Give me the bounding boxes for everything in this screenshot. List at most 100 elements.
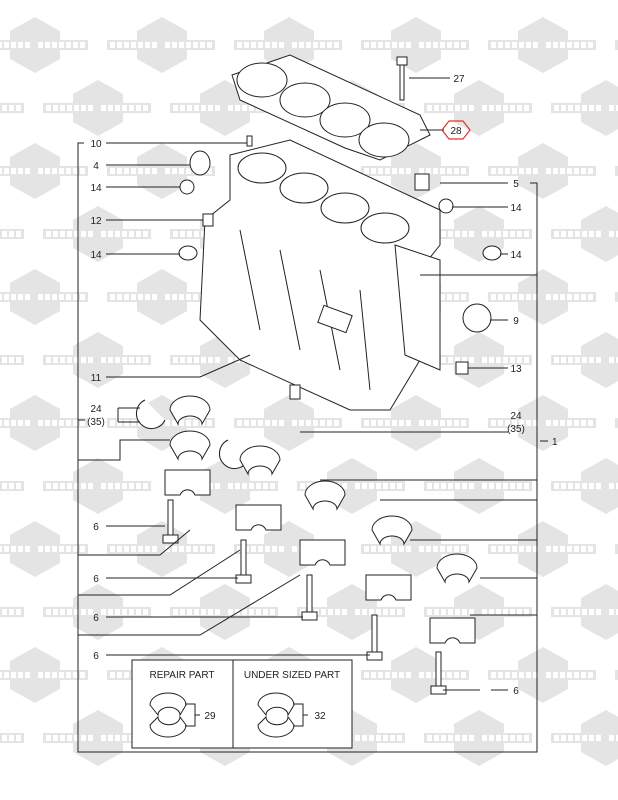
watermark-logo-lettering [554,105,618,111]
watermark-logo-lettering [0,294,85,300]
watermark-logo-lettering [0,672,85,678]
watermark-logo-lettering [427,735,529,741]
callout-35[interactable]: (35) [87,417,105,428]
watermark-band [488,670,596,680]
callout-24[interactable]: 24 [90,404,102,415]
watermark-band [170,607,278,617]
undersized-part-title: UNDER SIZED PART [244,670,340,681]
watermark-logo-lettering [237,420,339,426]
watermark-band [234,40,342,50]
watermark-band [0,166,88,176]
watermark-band [424,733,532,743]
watermark-band [361,40,469,50]
watermark-logo-lettering [110,546,212,552]
watermark-logo-lettering [364,168,466,174]
watermark-band [43,733,151,743]
watermark-band [170,355,278,365]
watermark-band [361,544,469,554]
callout-11[interactable]: 11 [91,373,102,384]
watermark-band [615,166,618,176]
callout-35[interactable]: (35) [507,424,525,435]
watermark-logo-lettering [491,42,593,48]
repair-part-title: REPAIR PART [149,670,214,681]
watermark-band [488,544,596,554]
watermark-logo-lettering [2,231,21,237]
watermark-band [107,40,215,50]
watermark-logo-lettering [554,483,618,489]
watermark-logo-lettering [300,609,402,615]
callout-13[interactable]: 13 [510,364,522,375]
watermark-logo-lettering [427,105,529,111]
left-callouts: 10 4 14 12 14 11 24 (35) 6 6 6 6 [87,139,105,662]
watermark-band [615,670,618,680]
watermark-band [234,418,342,428]
callout-4[interactable]: 4 [93,161,99,172]
cylinder-block[interactable] [199,139,441,411]
callout-9[interactable]: 9 [513,316,519,327]
watermark-logo-lettering [491,672,593,678]
callout-1[interactable]: 1 [552,437,558,448]
watermark-logo-lettering [2,357,21,363]
watermark-logo-lettering [300,483,402,489]
head-gasket[interactable] [231,54,431,161]
callout-6[interactable]: 6 [93,574,99,585]
callout-12[interactable]: 12 [90,216,102,227]
watermark-logo-lettering [2,735,21,741]
callout-6[interactable]: 6 [513,686,519,697]
watermark-band [297,481,405,491]
watermark-band [361,670,469,680]
watermark-logo-lettering [2,609,21,615]
watermark-band [43,229,151,239]
watermark-logo-lettering [2,483,21,489]
watermark-logo-lettering [364,420,466,426]
watermark-band [43,355,151,365]
callout-29[interactable]: 29 [204,711,216,722]
callout-14[interactable]: 14 [90,250,102,261]
callout-5[interactable]: 5 [513,179,519,190]
watermark-band [424,103,532,113]
callout-6[interactable]: 6 [93,613,99,624]
watermark-band [107,166,215,176]
watermark-band [0,544,88,554]
watermark-logo-lettering [364,546,466,552]
callout-14[interactable]: 14 [510,250,522,261]
watermark-logo-lettering [0,42,85,48]
watermark-logo-lettering [46,483,148,489]
main-bearings[interactable] [135,395,478,695]
watermark-band [234,544,342,554]
watermark-band [488,418,596,428]
callout-14[interactable]: 14 [510,203,522,214]
watermark-band [43,481,151,491]
watermark-logo-lettering [554,609,618,615]
callout-28[interactable]: 28 [450,126,462,137]
watermark-band [0,292,88,302]
watermark-logo-lettering [0,420,85,426]
callout-14[interactable]: 14 [90,183,102,194]
watermark-logo-lettering [491,420,593,426]
head-bolt[interactable] [396,56,408,101]
watermark-band [361,166,469,176]
callout-6[interactable]: 6 [93,651,99,662]
watermark-logo-lettering [110,42,212,48]
callout-32[interactable]: 32 [314,711,326,722]
watermark-band [424,481,532,491]
watermark-band [170,481,278,491]
callout-24[interactable]: 24 [510,411,522,422]
watermark-band [0,670,88,680]
watermark-band [170,103,278,113]
callout-6[interactable]: 6 [93,522,99,533]
watermark-logo-lettering [46,231,148,237]
watermark-band [297,607,405,617]
watermark-band [107,292,215,302]
callout-frame [77,77,548,753]
watermark-logo-lettering [491,294,593,300]
watermark-logo-lettering [237,42,339,48]
watermark-logo-lettering [427,483,529,489]
watermark-logo-lettering [427,609,529,615]
watermark-band [488,166,596,176]
callout-27[interactable]: 27 [453,74,465,85]
callout-10[interactable]: 10 [90,139,102,150]
watermark-logo-lettering [554,357,618,363]
watermark-logo-lettering [554,231,618,237]
